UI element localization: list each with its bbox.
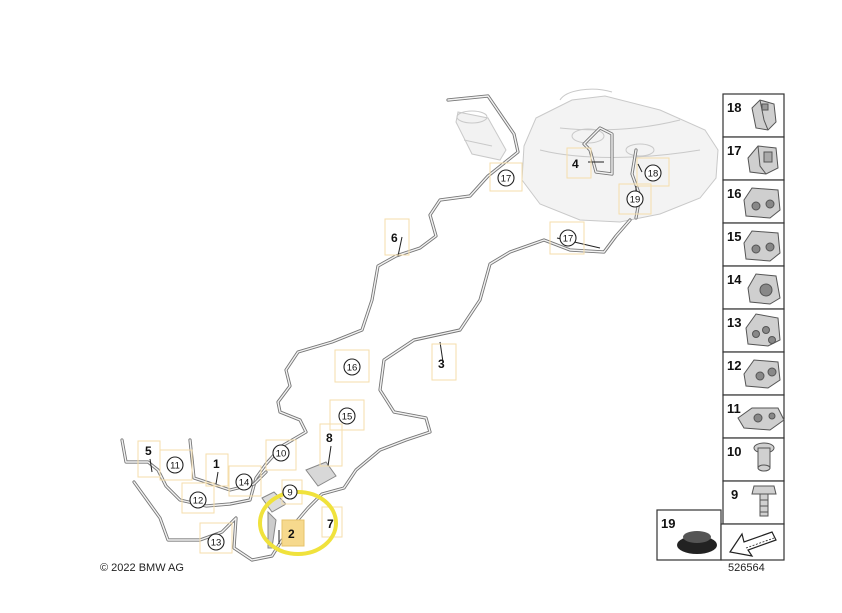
pipe-clip-icon bbox=[743, 359, 781, 389]
callout-label: 13 bbox=[211, 538, 222, 549]
callout-2-highlighted[interactable]: 2 bbox=[258, 490, 338, 556]
part-number: 18 bbox=[727, 100, 741, 115]
callout-5: 5 bbox=[145, 444, 152, 458]
callout-13: 13 bbox=[207, 533, 225, 551]
callout-label: 15 bbox=[342, 412, 353, 423]
callout-18: 18 bbox=[644, 164, 662, 182]
double-pipe-clip-icon bbox=[743, 230, 781, 262]
callout-label: 9 bbox=[287, 488, 292, 499]
part-row-15[interactable]: 15 bbox=[722, 222, 785, 267]
multi-pipe-clip-icon bbox=[745, 313, 781, 347]
part-row-19[interactable]: 19 bbox=[656, 509, 722, 561]
callout-14: 14 bbox=[235, 473, 253, 491]
callout-6: 6 bbox=[391, 231, 398, 245]
bracket-clip-icon bbox=[751, 99, 777, 131]
part-row-9[interactable]: 9 bbox=[722, 480, 785, 525]
callout-12: 12 bbox=[189, 491, 207, 509]
part-row-18[interactable]: 18 bbox=[722, 93, 785, 138]
callout-label: 5 bbox=[145, 444, 152, 458]
copyright-text: © 2022 BMW AG bbox=[100, 562, 184, 574]
callout-label: 12 bbox=[193, 496, 204, 507]
callout-1: 1 bbox=[213, 457, 220, 471]
callout-17-line: 17 bbox=[559, 229, 577, 247]
callout-label: 7 bbox=[327, 517, 334, 531]
callout-7: 7 bbox=[327, 517, 334, 531]
callout-16: 16 bbox=[343, 358, 361, 376]
part-number: 11 bbox=[727, 401, 741, 416]
part-number: 19 bbox=[661, 516, 675, 531]
callout-label: 17 bbox=[501, 174, 512, 185]
part-row-12[interactable]: 12 bbox=[722, 351, 785, 396]
fuel-tank-illustration bbox=[521, 88, 719, 223]
callout-label: 19 bbox=[630, 195, 641, 206]
part-row-11[interactable]: 11 bbox=[722, 394, 785, 439]
direction-arrow-box bbox=[720, 523, 785, 561]
part-row-16[interactable]: 16 bbox=[722, 179, 785, 224]
callout-label: 16 bbox=[347, 363, 358, 374]
fuel-lines bbox=[120, 94, 642, 562]
part-row-13[interactable]: 13 bbox=[722, 308, 785, 353]
part-number: 9 bbox=[731, 487, 738, 502]
callout-tags bbox=[137, 147, 670, 554]
highlight-ring bbox=[258, 490, 338, 556]
callout-label: 8 bbox=[326, 431, 333, 445]
parts-panel: 18 17 16 bbox=[656, 93, 785, 574]
hex-bolt-icon bbox=[751, 485, 777, 517]
pipe-clip-with-bracket-icon bbox=[737, 407, 785, 431]
callout-label: 14 bbox=[239, 478, 250, 489]
rubber-plug-icon bbox=[677, 531, 717, 554]
part-number: 16 bbox=[727, 186, 741, 201]
direction-arrow-icon bbox=[728, 531, 777, 557]
part-number: 13 bbox=[727, 315, 741, 330]
callout-15: 15 bbox=[338, 407, 356, 425]
part-row-17[interactable]: 17 bbox=[722, 136, 785, 181]
callout-3: 3 bbox=[438, 357, 445, 371]
callout-8: 8 bbox=[326, 431, 333, 445]
part-row-14[interactable]: 14 bbox=[722, 265, 785, 310]
grommet-nut-icon bbox=[753, 442, 775, 472]
callout-10: 10 bbox=[272, 444, 290, 462]
callout-9: 9 bbox=[282, 484, 298, 500]
callout-11: 11 bbox=[166, 456, 184, 474]
callout-label: 6 bbox=[391, 231, 398, 245]
callout-label: 2 bbox=[288, 527, 295, 541]
single-pipe-clip-icon bbox=[747, 273, 781, 305]
callout-label: 1 bbox=[213, 457, 220, 471]
callout-label: 17 bbox=[563, 234, 574, 245]
callout-label: 18 bbox=[648, 169, 659, 180]
part-number: 15 bbox=[727, 229, 741, 244]
pipe-holder-icon bbox=[747, 145, 779, 175]
callout-17-canister: 17 bbox=[497, 169, 515, 187]
part-number: 17 bbox=[727, 143, 741, 158]
part-number: 12 bbox=[727, 358, 741, 373]
image-number: 526564 bbox=[728, 562, 765, 574]
double-pipe-clip-icon bbox=[743, 187, 781, 219]
callout-label: 10 bbox=[276, 449, 287, 460]
callout-label: 4 bbox=[572, 157, 579, 171]
callout-label: 11 bbox=[170, 461, 180, 472]
part-row-10[interactable]: 10 bbox=[722, 437, 785, 482]
callout-4: 4 bbox=[572, 157, 579, 171]
callout-19: 19 bbox=[626, 190, 644, 208]
callout-label: 3 bbox=[438, 357, 445, 371]
part-number: 14 bbox=[727, 272, 742, 287]
part-number: 10 bbox=[727, 444, 741, 459]
carbon-canister-illustration bbox=[455, 110, 507, 161]
